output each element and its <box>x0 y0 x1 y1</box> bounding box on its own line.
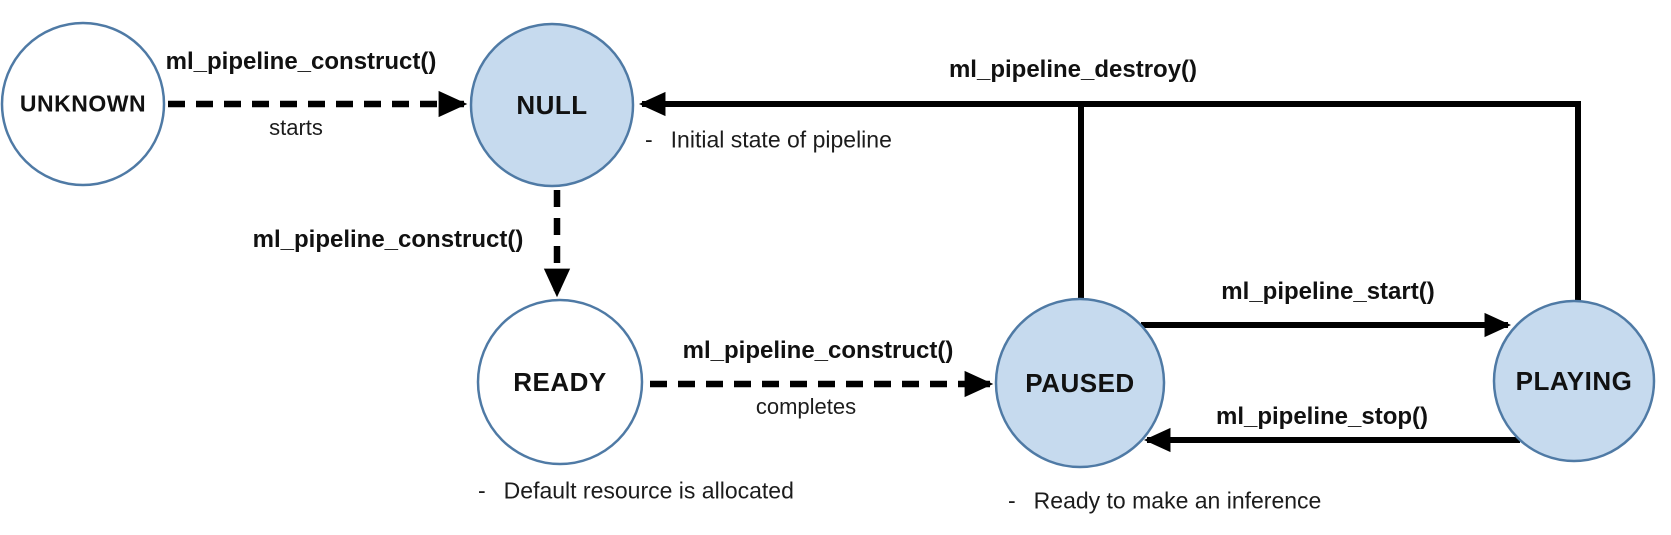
note-null: - Initial state of pipeline <box>645 127 892 154</box>
state-label-null: NULL <box>516 90 588 120</box>
state-label-unknown: UNKNOWN <box>19 90 147 117</box>
transition-label-playing-to-paused: ml_pipeline_stop() <box>1215 403 1429 430</box>
note-ready: - Default resource is allocated <box>478 478 794 505</box>
note-paused-text: Ready to make an inference <box>1033 487 1322 514</box>
note-ready-dash: - <box>478 477 486 504</box>
note-paused-dash: - <box>1008 487 1016 514</box>
transition-arrow-destroy-to-null <box>638 91 1581 301</box>
transition-sublabel-unknown-to-null: starts <box>269 115 323 140</box>
state-circle-null <box>469 22 635 188</box>
note-paused: - Ready to make an inference <box>1008 488 1321 515</box>
transition-label-ready-to-paused: ml_pipeline_construct() <box>682 337 954 364</box>
state-label-ready: READY <box>513 367 607 397</box>
state-circle-playing <box>1492 299 1656 463</box>
state-circle-ready <box>476 298 644 466</box>
state-label-playing: PLAYING <box>1515 366 1633 396</box>
transition-label-null-to-ready: ml_pipeline_construct() <box>252 226 524 253</box>
transition-sublabel-ready-to-paused: completes <box>755 394 857 419</box>
state-label-paused: PAUSED <box>1025 368 1135 398</box>
transition-label-paused-to-playing: ml_pipeline_start() <box>1221 278 1435 305</box>
transition-label-destroy: ml_pipeline_destroy() <box>948 56 1198 83</box>
note-null-dash: - <box>645 126 653 153</box>
state-circle-paused <box>994 297 1166 469</box>
note-null-text: Initial state of pipeline <box>670 126 892 153</box>
transition-label-unknown-to-null: ml_pipeline_construct() <box>165 48 437 75</box>
note-ready-text: Default resource is allocated <box>503 477 794 504</box>
state-circle-unknown <box>0 21 166 187</box>
